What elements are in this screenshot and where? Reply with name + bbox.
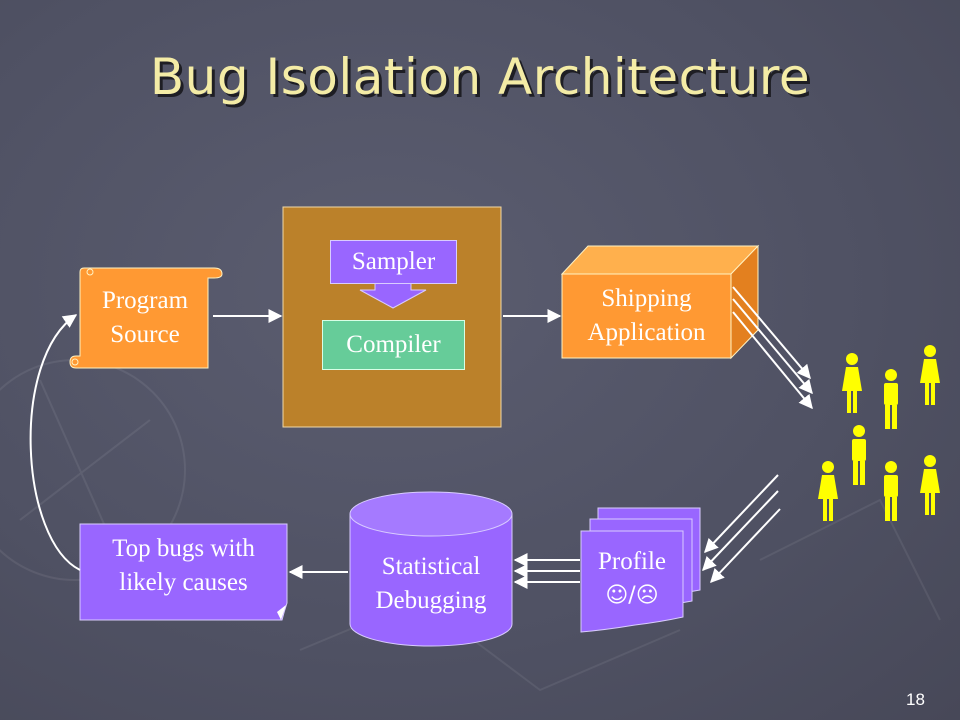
user-icon — [818, 461, 838, 521]
top-bugs-label: Top bugs with likely causes — [80, 532, 287, 600]
arrow-report-1 — [704, 474, 779, 554]
profile-documents — [580, 507, 701, 633]
profile-line2: ☺/☹ — [605, 583, 659, 608]
user-icon — [842, 353, 862, 413]
statistical-debugging-line1: Statistical — [381, 553, 481, 580]
arrow-deploy-2 — [732, 298, 813, 395]
document-corner — [277, 605, 286, 620]
top-bugs-line2: likely causes — [119, 569, 248, 596]
arrow-feedback-loop — [29, 314, 81, 571]
user-icon — [884, 369, 898, 429]
top-bugs-document — [79, 523, 288, 621]
slide-number: 18 — [906, 690, 925, 709]
program-source-line2: Source — [110, 321, 180, 348]
shipping-application-cube — [560, 244, 760, 360]
shipping-application-label: Shipping Application — [562, 282, 731, 350]
program-source-label: Program Source — [80, 284, 210, 352]
arrow-deploy-1 — [732, 286, 811, 380]
compiler-label: Compiler — [346, 331, 441, 358]
sampler-box: Sampler — [330, 240, 457, 284]
arrow-deploy-3 — [732, 311, 813, 410]
slide-title: Bug Isolation Architecture — [149, 48, 811, 106]
arrow-report-3 — [710, 508, 781, 584]
profile-label: Profile ☺/☹ — [581, 545, 683, 613]
flow-arrows — [29, 286, 813, 589]
statistical-debugging-line2: Debugging — [375, 587, 487, 614]
statistical-debugging-cylinder — [349, 491, 513, 647]
user-icon — [920, 455, 940, 515]
user-icon — [852, 425, 866, 485]
shipping-application-line1: Shipping — [601, 285, 692, 312]
users-group — [818, 345, 940, 521]
sampler-label: Sampler — [351, 248, 436, 275]
compiler-box: Compiler — [322, 320, 465, 370]
program-source-line1: Program — [101, 287, 189, 314]
program-source-scroll — [69, 267, 223, 369]
user-icon — [920, 345, 940, 405]
shipping-application-line2: Application — [587, 319, 706, 346]
user-icon — [884, 461, 898, 521]
statistical-debugging-label: Statistical Debugging — [350, 550, 512, 618]
top-bugs-line1: Top bugs with — [112, 535, 255, 562]
arrow-report-2 — [702, 490, 779, 572]
profile-line1: Profile — [597, 548, 667, 575]
